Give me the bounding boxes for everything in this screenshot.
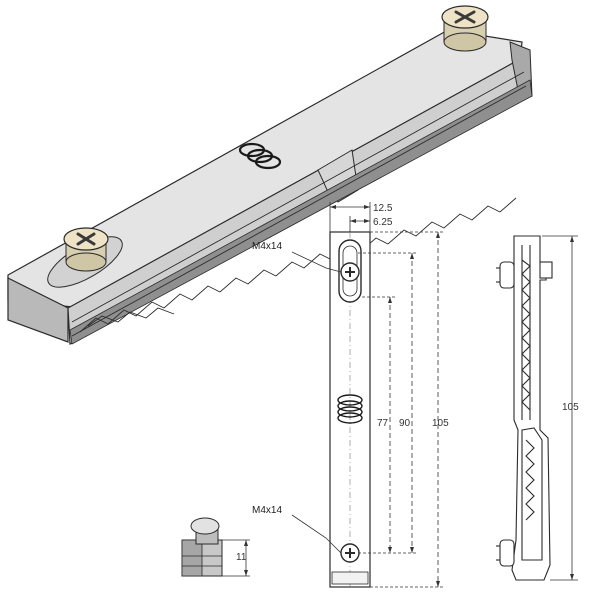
side-view-profile [511, 235, 551, 581]
side-dimension-arrows [570, 236, 574, 580]
front-view-dimensions [291, 202, 444, 588]
rail-truss-pattern [71, 71, 527, 337]
front-view [329, 231, 371, 588]
phillips-icon [345, 267, 355, 277]
screw-bottom-front [340, 543, 360, 563]
isometric-rail-view [7, 5, 533, 345]
detail-dimension-arrows [244, 540, 248, 576]
phillips-icon [345, 548, 355, 558]
dim-width-inner: 6.25 [373, 217, 393, 228]
dim-hole-spacing-inner: 77 [377, 418, 389, 429]
side-view [496, 235, 553, 581]
spring-icon [337, 394, 363, 424]
rail-front-face [7, 277, 69, 343]
phillips-icon [454, 10, 476, 24]
callout-screw-top: M4x14 [252, 241, 282, 252]
dim-length-side: 105 [562, 402, 579, 413]
callout-screw-bottom: M4x14 [252, 505, 282, 516]
dimension-arrows [330, 205, 440, 587]
dim-width-outer: 12.5 [373, 203, 393, 214]
dim-hole-spacing: 90 [399, 418, 411, 429]
detail-view [181, 517, 223, 577]
screw-right [441, 5, 489, 52]
phillips-icon [76, 232, 96, 246]
screw-side-bottom [496, 539, 515, 567]
spring-icon [238, 142, 282, 170]
dim-length-front: 105 [432, 418, 449, 429]
screw-top-front [340, 262, 360, 282]
dim-height-detail: 11 [236, 552, 247, 563]
screw-side-top [496, 261, 515, 289]
screw-left [63, 227, 109, 272]
